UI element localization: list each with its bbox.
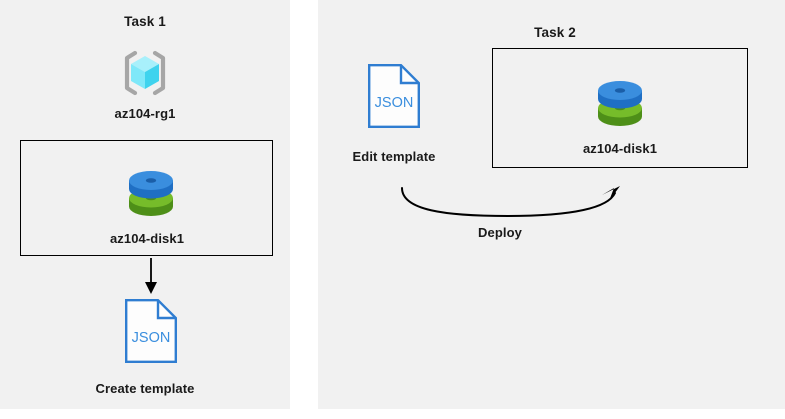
azure-managed-disk-icon	[593, 76, 647, 132]
create-template-label: Create template	[95, 381, 195, 396]
task1-panel: Task 1 az104-rg1	[0, 0, 290, 409]
arrow-down-icon	[142, 258, 160, 296]
arrow-curved-right-icon	[396, 184, 626, 226]
json-file-icon-text: JSON	[375, 95, 414, 111]
task1-title: Task 1	[124, 14, 166, 29]
task1-disk-label: az104-disk1	[109, 231, 185, 246]
task2-title: Task 2	[534, 25, 576, 40]
azure-managed-disk-icon	[124, 166, 178, 222]
json-file-icon: JSON	[368, 64, 420, 128]
task2-disk-label: az104-disk1	[582, 141, 658, 156]
azure-resource-group-icon	[119, 47, 171, 99]
task2-panel: Task 2 JSON Edit template az104-disk1	[318, 0, 785, 409]
deploy-label: Deploy	[478, 225, 522, 240]
json-file-icon: JSON	[125, 299, 177, 363]
json-file-icon-text: JSON	[132, 330, 171, 346]
resource-group-label: az104-rg1	[114, 106, 176, 121]
edit-template-label: Edit template	[352, 149, 436, 164]
